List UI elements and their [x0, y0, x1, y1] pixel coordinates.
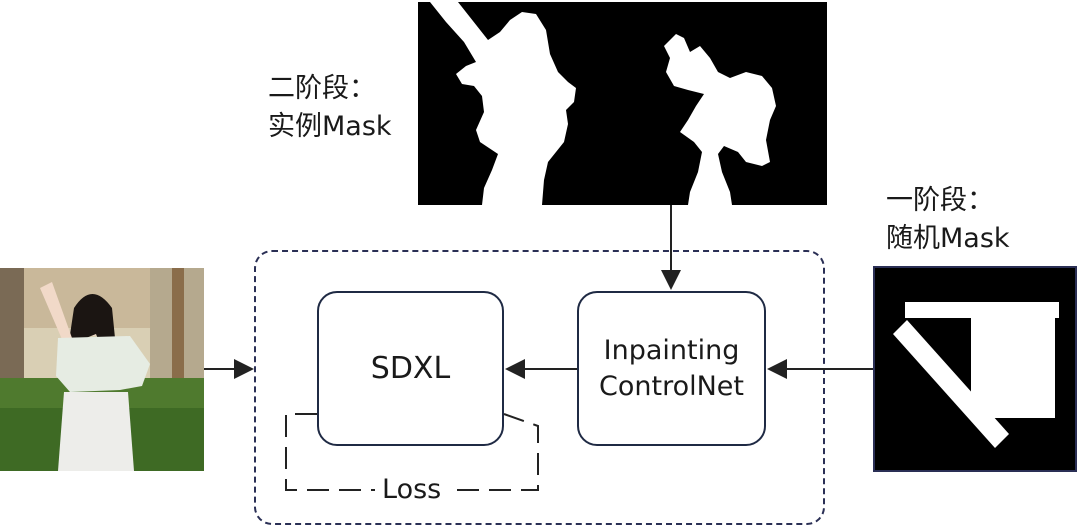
stage2-label-line2: 实例Mask [268, 111, 392, 142]
controlnet-label-line2: ControlNet [599, 370, 744, 402]
sdxl-block: SDXL [317, 291, 504, 446]
loss-label: Loss [378, 474, 446, 505]
stage1-label: 一阶段： 随机Mask [886, 182, 1010, 258]
sdxl-label: SDXL [370, 351, 451, 386]
stage1-label-line2: 随机Mask [886, 223, 1010, 254]
controlnet-label-line1: Inpainting [603, 334, 740, 366]
loss-bracket [285, 413, 539, 491]
random-mask-image [873, 266, 1077, 472]
stage2-label-line1: 二阶段： [268, 73, 376, 104]
random-mask-shapes [893, 302, 1059, 448]
instance-mask-image [418, 2, 827, 205]
instance-mask-silhouettes [430, 2, 776, 205]
input-photo-art [0, 268, 204, 471]
model-container [254, 250, 825, 525]
stage2-label: 二阶段： 实例Mask [268, 70, 392, 146]
input-photo [0, 268, 204, 471]
stage1-label-line1: 一阶段： [886, 185, 994, 216]
controlnet-block: Inpainting ControlNet [577, 291, 766, 446]
